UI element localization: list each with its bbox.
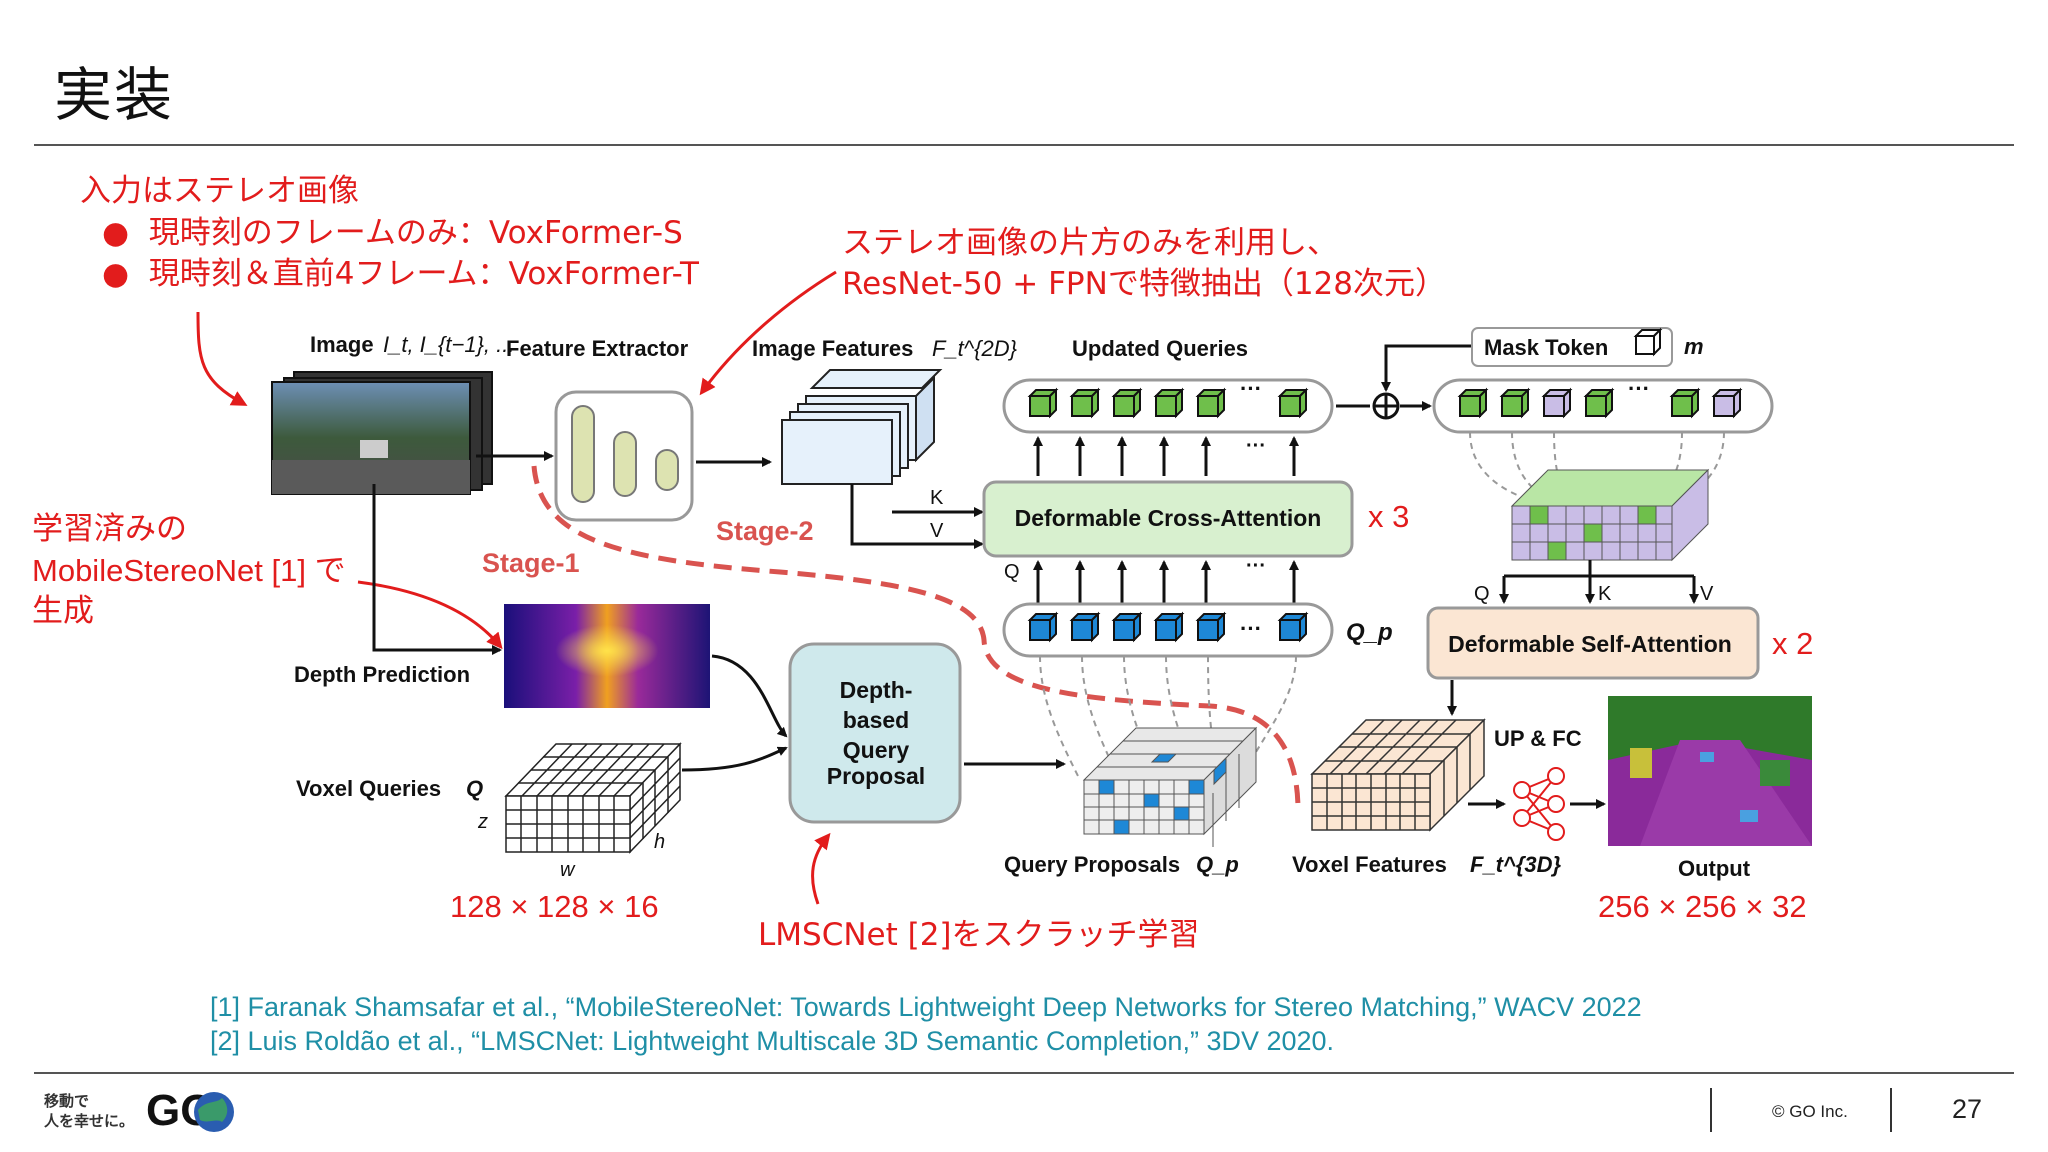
footer-separator-1 [1710,1088,1712,1132]
mask-token-label: Mask Token [1484,335,1608,360]
updated-queries-label: Updated Queries [1072,336,1248,361]
self-k-label: K [1598,583,1612,605]
lmscnet-note: LMSCNet [2]をスクラッチ学習 [758,917,1200,953]
diagram-text-5: z [477,811,488,833]
self-q-label: Q [1474,583,1490,605]
diagram-text-6: w [560,859,576,881]
qp-cubes [1027,611,1309,643]
reference-2: [2] Luis Roldão et al., “LMSCNet: Lightw… [210,1026,1335,1056]
masked-voxel-grid [1510,468,1710,562]
diagram-text-4: ··· [1628,376,1650,401]
stage2-label: Stage-2 [716,516,814,546]
depth-note-line1: 学習済みの [32,511,187,547]
diagram-text-9: based [843,707,909,733]
diagram-text-10: Query [843,737,910,763]
cross-attention-repeat: x 3 [1368,499,1410,534]
diagram-text-3: ··· [1240,616,1262,641]
output-label: Output [1678,856,1751,881]
mlp-icon [1513,767,1565,841]
output-size-label: 256 × 256 × 32 [1598,889,1807,924]
query-proposals-grid [1082,726,1258,847]
stage1-label: Stage-1 [482,548,580,578]
self-attention-label: Deformable Self-Attention [1448,631,1732,657]
title-divider [34,144,2014,146]
depth-note-line3: 生成 [32,593,94,629]
self-attention-inputs [1499,560,1699,604]
image-features-label: Image Features [752,336,913,361]
input-image-stack [271,371,493,495]
mask-token-box [1471,327,1673,367]
image-symbols: I_t, I_{t−1}, ... [383,332,514,357]
input-heading: 入力はステレオ画像 [80,173,359,209]
cross-input-arrows [1033,560,1299,604]
annotation-arrows [196,270,837,905]
voxel-features-grid [1310,718,1486,832]
input-bullet-1: ● 現時刻のフレームのみ：VoxFormer-S [102,215,683,251]
cross-attention-label: Deformable Cross-Attention [1015,505,1322,531]
qp-symbol: Q_p [1346,619,1393,646]
image-features-symbol: F_t^{2D} [932,336,1018,361]
diagram-text-11: Proposal [827,763,925,789]
updated-query-cubes [1027,387,1309,419]
self-attention-repeat: x 2 [1772,626,1814,661]
backbone-note-line2: ResNet-50 + FPNで特徴抽出（128次元） [842,266,1446,302]
logo-tagline-line1: 移動で [44,1093,90,1110]
logo: 移動で 人を幸せに。 GO [44,1086,244,1138]
full-query-cubes [1457,387,1743,419]
footer-separator-2 [1890,1088,1892,1132]
reference-1: [1] Faranak Shamsafar et al., “MobileSte… [210,992,1642,1022]
query-proposals-label: Query Proposals [1004,852,1180,877]
self-attention-block [1426,606,1760,680]
footer-divider [34,1072,2014,1074]
depth-note-line2: MobileStereoNet [1] で [32,553,346,588]
mask-symbol: m [1684,334,1704,359]
input-bullet-2-text: 現時刻＆直前4フレーム：VoxFormer-T [148,256,699,292]
voxel-queries-label: Voxel Queries [296,776,441,801]
output-scene [1608,696,1812,846]
mask-token-cube [1633,327,1663,357]
voxel-queries-grid [504,742,682,854]
image-features-stack [781,369,943,485]
copyright: © GO Inc. [1772,1102,1848,1121]
image-label: Image [310,332,374,357]
cross-v-label: V [930,520,944,542]
diagram-text-7: h [654,831,665,853]
diagram-text-1: ··· [1246,435,1266,457]
cross-q-label: Q [1004,561,1020,583]
diagram-text-8: Depth- [840,677,913,703]
voxel-features-symbol: F_t^{3D} [1470,852,1562,877]
cross-k-label: K [930,487,944,509]
feature-extractor-label: Feature Extractor [506,336,689,361]
query-proposal-block [788,642,962,824]
cross-output-arrows [1033,436,1299,476]
stage-divider [531,465,1301,811]
diagram-text-2: ··· [1246,555,1266,577]
input-bullet-2: ● 現時刻＆直前4フレーム：VoxFormer-T [102,256,699,292]
logo-tagline-line2: 人を幸せに。 [44,1113,135,1130]
cross-attention-block [982,480,1354,558]
voxel-features-label: Voxel Features [1292,852,1447,877]
input-bullet-1-text: 現時刻のフレームのみ：VoxFormer-S [148,215,683,251]
input-size-label: 128 × 128 × 16 [450,889,659,924]
query-proposals-symbol: Q_p [1196,852,1239,877]
diagram-text-0: ··· [1240,376,1262,401]
self-v-label: V [1700,583,1714,605]
slide-title: 実装 [54,61,175,129]
globe-icon [194,1092,234,1132]
up-fc-label: UP & FC [1494,726,1582,751]
page-number: 27 [1952,1094,1983,1124]
voxel-queries-symbol: Q [466,776,483,801]
backbone-note-line1: ステレオ画像の片方のみを利用し、 [842,225,1338,261]
depth-prediction-label: Depth Prediction [294,662,470,687]
